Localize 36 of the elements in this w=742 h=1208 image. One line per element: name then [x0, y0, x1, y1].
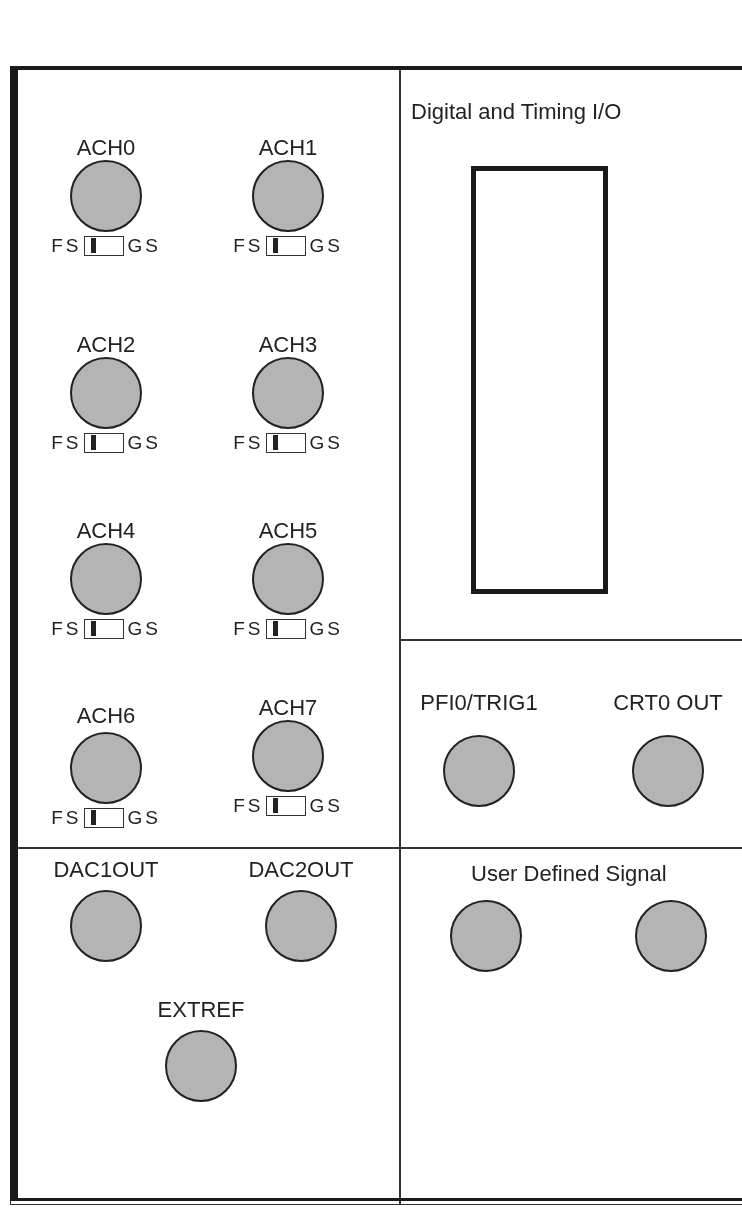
connector-label: ACH3 [258, 333, 318, 357]
switch-label: GS [127, 618, 161, 640]
switch-label: GS [309, 618, 343, 640]
connector-port [471, 166, 608, 594]
section-title: User Defined Signal [471, 861, 667, 887]
connector-label: PFI0/TRIG1 [420, 691, 538, 715]
connector-label: ACH1 [258, 136, 318, 160]
switch-label: GS [309, 235, 343, 257]
connector-label: ACH5 [258, 519, 318, 543]
section-title: Digital and Timing I/O [411, 99, 622, 125]
connector-label: ACH7 [258, 696, 318, 720]
switch-label: FS [233, 618, 264, 640]
switch-label: GS [309, 432, 343, 454]
connector-label: ACH2 [76, 333, 136, 357]
panel-section [400, 68, 742, 640]
panel-section [400, 640, 742, 848]
switch-label: FS [233, 432, 264, 454]
switch-label: FS [51, 432, 82, 454]
connector-label: EXTREF [157, 998, 245, 1022]
connector-label: ACH0 [76, 136, 136, 160]
switch-label: GS [127, 235, 161, 257]
connector-label: DAC1OUT [53, 858, 159, 882]
switch-label: GS [127, 432, 161, 454]
panel-section [400, 848, 742, 1205]
switch-label: GS [309, 795, 343, 817]
connector-label: ACH4 [76, 519, 136, 543]
panel-section [10, 848, 400, 1205]
switch-label: FS [233, 795, 264, 817]
connector-label: DAC2OUT [248, 858, 354, 882]
switch-label: GS [127, 807, 161, 829]
switch-label: FS [51, 618, 82, 640]
switch-label: FS [233, 235, 264, 257]
switch-label: FS [51, 235, 82, 257]
switch-label: FS [51, 807, 82, 829]
connector-label: CRT0 OUT [613, 691, 723, 715]
connector-label: ACH6 [76, 704, 136, 728]
